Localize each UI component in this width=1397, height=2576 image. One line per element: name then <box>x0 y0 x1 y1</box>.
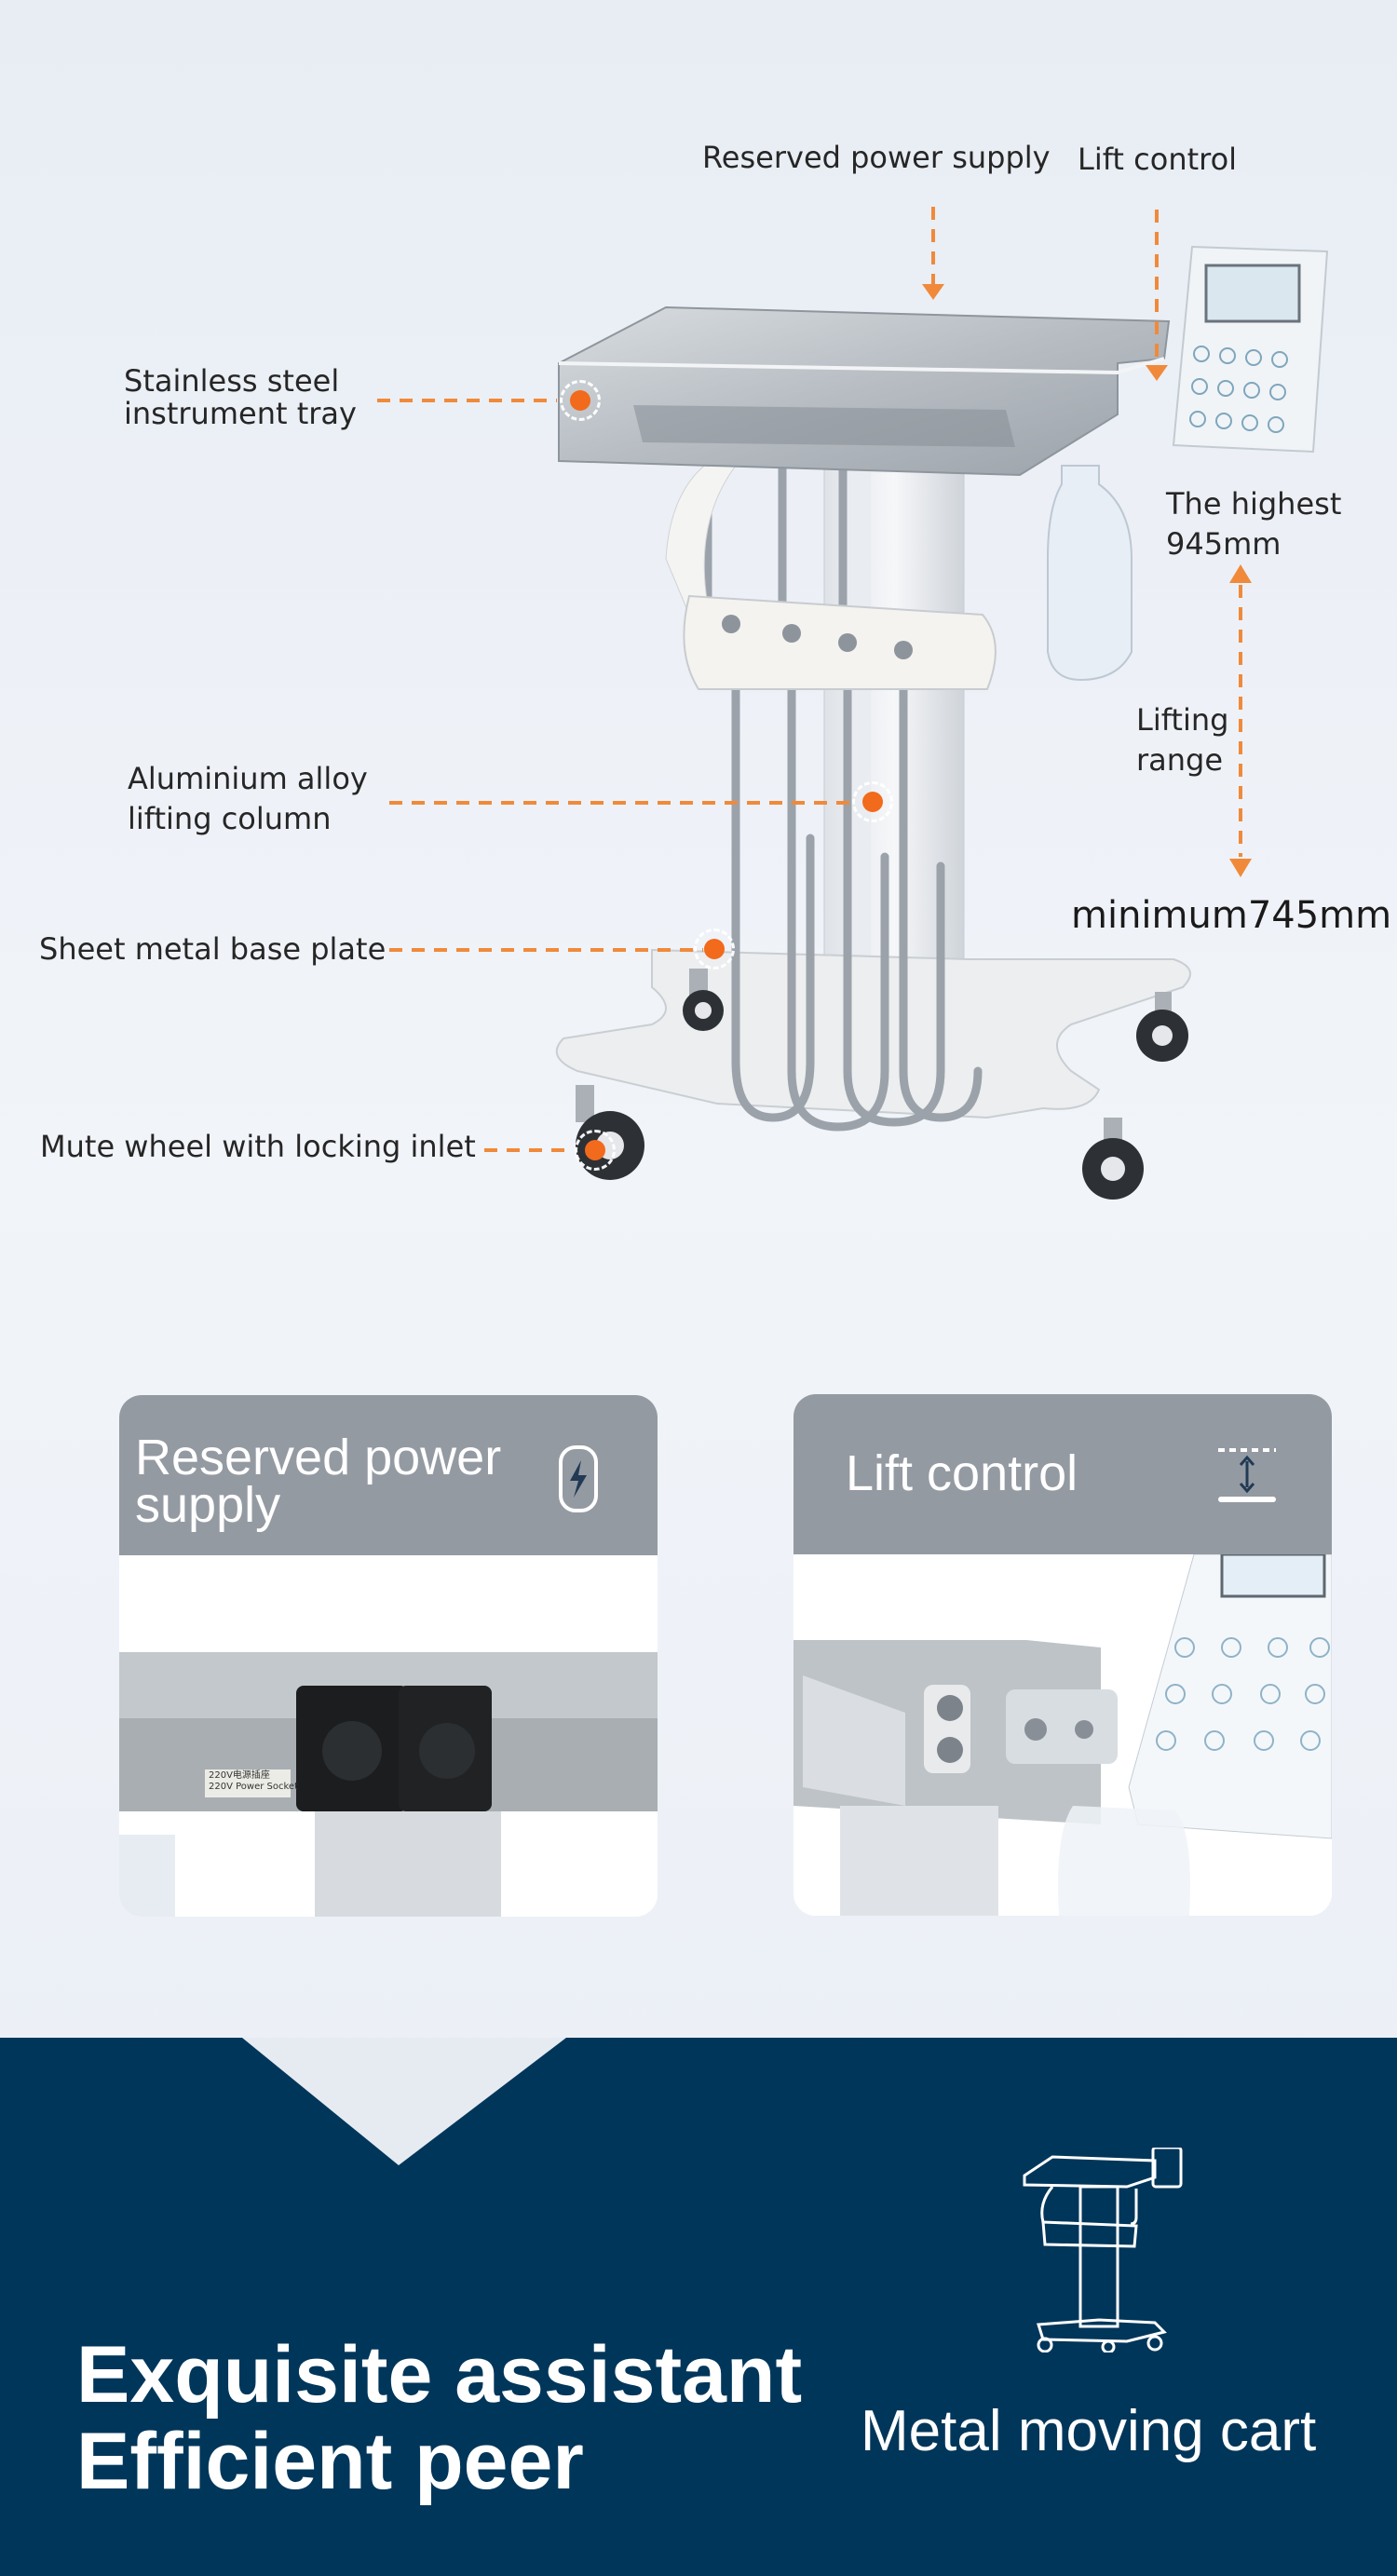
caster-wheels <box>576 969 1188 1200</box>
tray-marker <box>570 390 590 411</box>
lift-arrows-icon <box>1218 1448 1276 1502</box>
base-marker-ring <box>694 929 735 969</box>
callout-minimum: minimum745mm <box>1071 894 1392 937</box>
power-plug-icon <box>559 1445 598 1512</box>
instrument-hoses <box>703 461 983 1132</box>
tray-marker-ring <box>560 380 601 421</box>
callout-wheel: Mute wheel with locking inlet <box>40 1129 476 1164</box>
cart-outline-icon <box>1023 2148 1183 2352</box>
power-socket-photo <box>119 1555 658 1917</box>
card-title: Reserved power supply <box>135 1430 502 1534</box>
water-bottle <box>1047 465 1133 682</box>
callout-column: Aluminium alloy lifting column <box>128 761 368 837</box>
card-reserved-power: Reserved power supply 220V电源插座 220V Powe… <box>119 1395 658 1917</box>
base-plate <box>555 948 1191 1119</box>
slogan-line-1: Exquisite assistant <box>76 2330 803 2420</box>
socket-label: 220V电源插座 220V Power Socket <box>209 1770 298 1792</box>
base-marker <box>704 939 725 959</box>
callout-reserved-power: Reserved power supply <box>702 140 1051 175</box>
card-header: Lift control <box>793 1394 1332 1554</box>
card-title: Lift control <box>846 1445 1078 1501</box>
footer-band: Exquisite assistant Efficient peer Metal… <box>0 2038 1397 2576</box>
wheel-marker-ring <box>575 1130 616 1171</box>
slogan-line-2: Efficient peer <box>76 2417 584 2506</box>
column-marker <box>862 792 883 812</box>
lift-control-panel <box>1172 245 1329 454</box>
instrument-tray <box>558 305 1171 477</box>
footer-subtitle: Metal moving cart <box>861 2399 1317 2463</box>
card-lift-control: Lift control <box>793 1394 1332 1916</box>
wheel-marker <box>585 1140 605 1160</box>
footer-pointer <box>242 2038 566 2165</box>
lift-control-photo <box>793 1554 1332 1916</box>
callout-lifting-range: Lifting range <box>1136 702 1229 779</box>
callout-highest: The highest 945mm <box>1166 486 1342 563</box>
callout-tray: Stainless steel instrument tray <box>124 363 357 432</box>
card-header: Reserved power supply <box>119 1395 658 1555</box>
callout-base: Sheet metal base plate <box>39 931 387 967</box>
column-marker-ring <box>852 781 893 822</box>
product-illustration <box>377 207 1329 1200</box>
callout-lift-control: Lift control <box>1078 142 1238 177</box>
